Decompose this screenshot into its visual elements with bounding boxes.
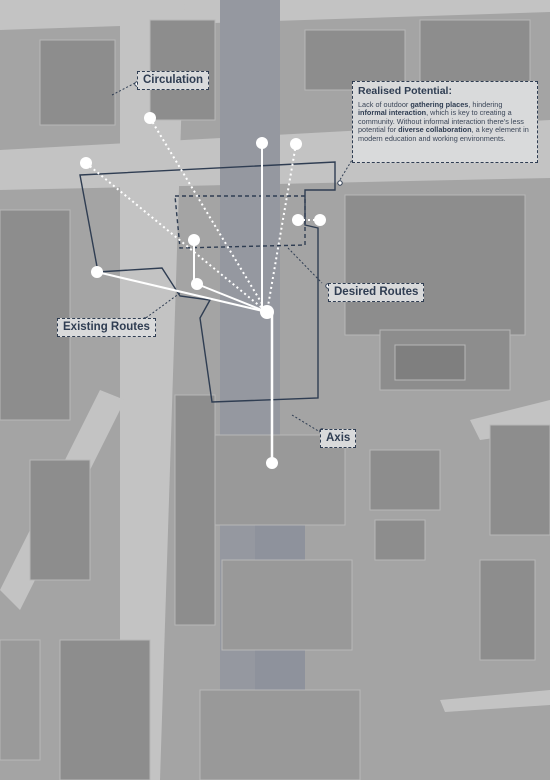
route-node [91,266,103,278]
route-hub-node [260,305,274,319]
callout-emphasis: informal interaction [358,108,427,118]
building [479,559,536,661]
building [29,459,91,581]
label-leaders [111,81,353,433]
building [0,209,71,421]
callout-text: , hindering [468,100,503,109]
circulation-label: Circulation [137,71,210,90]
callout-text: , which is key to creating a community. … [358,108,524,135]
route-node [191,278,203,290]
route-node [80,157,92,169]
building [344,194,526,336]
building [59,639,151,780]
building [369,449,441,511]
building [489,424,550,536]
callout-body: Lack of outdoor gathering places, hinder… [358,100,532,143]
building [419,19,531,91]
leader-axis [291,414,321,433]
route-node [188,234,200,246]
desired-routes-label: Desired Routes [328,283,425,302]
existing-routes-label: Existing Routes [57,318,156,337]
callout-text: Lack of outdoor [358,100,411,109]
existing-routes [96,143,274,463]
leader-callout [337,159,353,184]
south-lane [440,690,550,712]
leader-circulation [111,81,138,96]
existing-route-line [196,283,268,313]
site-outline [79,161,336,403]
callout-emphasis: gathering places [410,100,469,109]
axis-label: Axis [320,429,357,448]
building [214,434,346,526]
site-boundary [79,161,336,403]
building [39,39,116,126]
desired-route-line [266,143,297,313]
leader-desired [287,247,323,284]
building [149,19,216,121]
route-node [314,214,326,226]
realised-potential-callout: Realised Potential: Lack of outdoor gath… [352,81,538,163]
callout-text: , a key element in modern education and … [358,125,529,143]
building [174,394,216,626]
building [0,639,41,761]
callout-emphasis: diverse collaboration [398,125,472,135]
building [304,29,406,91]
building [394,344,466,381]
callout-title: Realised Potential: [358,85,452,97]
building [221,559,353,651]
existing-route-line [96,271,268,313]
building [199,689,361,780]
desired-routes [85,117,320,313]
route-node [256,137,268,149]
route-node [292,214,304,226]
desired-route-line [85,162,268,313]
route-node [144,112,156,124]
route-nodes [80,112,326,469]
axis-end-node [266,457,278,469]
buildings [0,19,550,780]
route-node [290,138,302,150]
building [374,519,426,561]
west-avenue [120,0,185,780]
